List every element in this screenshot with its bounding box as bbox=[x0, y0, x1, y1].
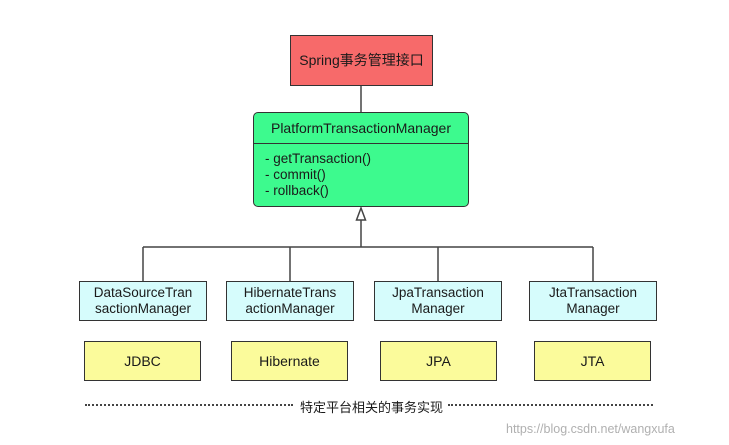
tech-label: JPA bbox=[426, 352, 451, 369]
method-rollback: - rollback() bbox=[265, 183, 329, 198]
tech-label: JDBC bbox=[124, 352, 161, 369]
inheritance-arrowhead bbox=[355, 205, 367, 221]
impl-label-line1: JpaTransaction bbox=[392, 285, 484, 300]
tech-jdbc-box: JDBC bbox=[84, 341, 201, 381]
impl-hibernate-transaction-manager: HibernateTrans actionManager bbox=[226, 281, 354, 321]
footer-dotted-line-right bbox=[448, 404, 653, 406]
impl-label-line2: Manager bbox=[411, 301, 465, 316]
spring-transaction-interface-box: Spring事务管理接口 bbox=[290, 35, 433, 86]
impl-label-line1: JtaTransaction bbox=[548, 285, 638, 300]
tech-jpa-box: JPA bbox=[380, 341, 497, 381]
interface-name: PlatformTransactionManager bbox=[254, 113, 468, 144]
impl-label-line2: sactionManager bbox=[94, 301, 192, 316]
interface-method-list: - getTransaction() - commit() - rollback… bbox=[254, 144, 468, 199]
tech-label: Hibernate bbox=[259, 352, 320, 369]
footer-dotted-line-left bbox=[85, 404, 293, 406]
tech-hibernate-box: Hibernate bbox=[231, 341, 348, 381]
platform-transaction-manager-box: PlatformTransactionManager - getTransact… bbox=[253, 112, 469, 207]
tech-jta-box: JTA bbox=[534, 341, 651, 381]
method-commit: - commit() bbox=[265, 167, 326, 182]
tech-label: JTA bbox=[580, 352, 605, 369]
impl-datasource-transaction-manager: DataSourceTran sactionManager bbox=[79, 281, 207, 321]
impl-label-line2: Manager bbox=[566, 301, 620, 316]
impl-label-line2: actionManager bbox=[245, 301, 335, 316]
impl-jta-transaction-manager: JtaTransaction Manager bbox=[529, 281, 657, 321]
footer-caption: 特定平台相关的事务实现 bbox=[298, 397, 446, 416]
impl-jpa-transaction-manager: JpaTransaction Manager bbox=[374, 281, 502, 321]
impl-label-line1: DataSourceTran bbox=[93, 285, 193, 300]
method-get-transaction: - getTransaction() bbox=[265, 151, 372, 166]
impl-label-line1: HibernateTrans bbox=[243, 285, 337, 300]
watermark-text: https://blog.csdn.net/wangxufa bbox=[506, 422, 675, 436]
spring-transaction-interface-label: Spring事务管理接口 bbox=[299, 52, 424, 68]
